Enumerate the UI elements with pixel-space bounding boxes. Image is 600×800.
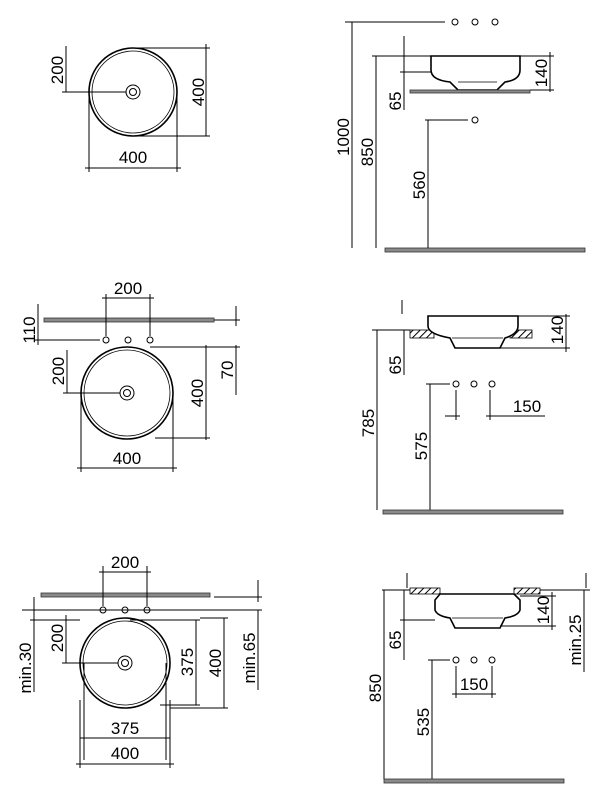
dim-label: 65: [386, 92, 405, 111]
dim-label: 140: [534, 596, 553, 624]
dim-label: 65: [386, 356, 405, 375]
dim-label: min.30: [16, 642, 35, 693]
tap-hole-icon: [470, 380, 478, 388]
dim-label: 785: [359, 409, 378, 437]
side-view-1: 1000 850 65 140 560: [334, 18, 586, 253]
dim-label: 535: [414, 708, 433, 736]
drain-inner: [123, 389, 131, 397]
floor: [383, 778, 565, 784]
plan-view-1: 200 400 400: [48, 44, 210, 172]
dim-label: 70: [218, 361, 237, 380]
basin-profile: [434, 593, 521, 629]
dim-label: 850: [366, 674, 385, 702]
tap-hole-icon: [452, 656, 460, 664]
dim-label: 400: [111, 744, 139, 763]
wall: [43, 317, 215, 323]
tap-hole-icon: [491, 18, 499, 26]
dim-label: 200: [49, 357, 68, 385]
tap-hole-icon: [102, 336, 110, 344]
dim-label: 1000: [334, 118, 353, 156]
wall: [40, 592, 211, 598]
floor: [384, 247, 586, 253]
tap-hole-icon: [451, 18, 459, 26]
dim-label: 200: [111, 553, 139, 572]
dim-label: 140: [548, 316, 567, 344]
dim-label: 65: [386, 631, 405, 650]
side-view-2: 140 65 150 785 575: [359, 300, 570, 515]
tap-hole-icon: [488, 380, 496, 388]
countertop: [409, 587, 441, 595]
basin-profile: [430, 55, 521, 91]
tap-hole-icon: [124, 336, 132, 344]
drain-inner: [121, 659, 129, 667]
tap-hole-icon: [121, 606, 129, 614]
side-view-3: 140 min.25 65 150 850 535: [366, 573, 590, 784]
dim-label: 140: [532, 59, 551, 87]
tap-hole-icon: [471, 18, 479, 26]
countertop: [409, 89, 531, 94]
dim-label: min.65: [240, 632, 259, 683]
dim-label: 200: [48, 56, 67, 84]
countertop: [513, 587, 541, 595]
dim-label: 575: [412, 432, 431, 460]
plan-view-3: 200 min.30 200 375 400 min.65 375: [16, 553, 262, 768]
dim-label: min.25: [566, 614, 585, 665]
waste-outlet-icon: [471, 116, 479, 124]
dim-label: 375: [111, 719, 139, 738]
dim-label: 150: [460, 675, 488, 694]
dim-label: 400: [188, 379, 207, 407]
dim-label: 150: [513, 397, 541, 416]
basin-profile: [427, 315, 519, 349]
tap-hole-icon: [488, 656, 496, 664]
dim-label: 560: [410, 171, 429, 199]
tap-hole-icon: [452, 380, 460, 388]
tap-hole-icon: [143, 606, 151, 614]
tap-hole-icon: [99, 606, 107, 614]
dim-label: 400: [206, 649, 225, 677]
dim-label: 850: [358, 138, 377, 166]
drain-inner: [129, 88, 137, 96]
dim-label: 200: [114, 279, 142, 298]
floor: [382, 509, 564, 515]
tap-hole-icon: [146, 336, 154, 344]
dim-label: 400: [189, 78, 208, 106]
dim-label: 110: [20, 316, 39, 343]
dim-label: 400: [113, 449, 141, 468]
dim-label: 400: [119, 148, 147, 167]
tap-hole-icon: [470, 656, 478, 664]
dim-label: 200: [48, 624, 67, 652]
plan-view-2: 200 110 200 400 70 400: [20, 279, 240, 472]
dim-label: 375: [178, 648, 197, 676]
